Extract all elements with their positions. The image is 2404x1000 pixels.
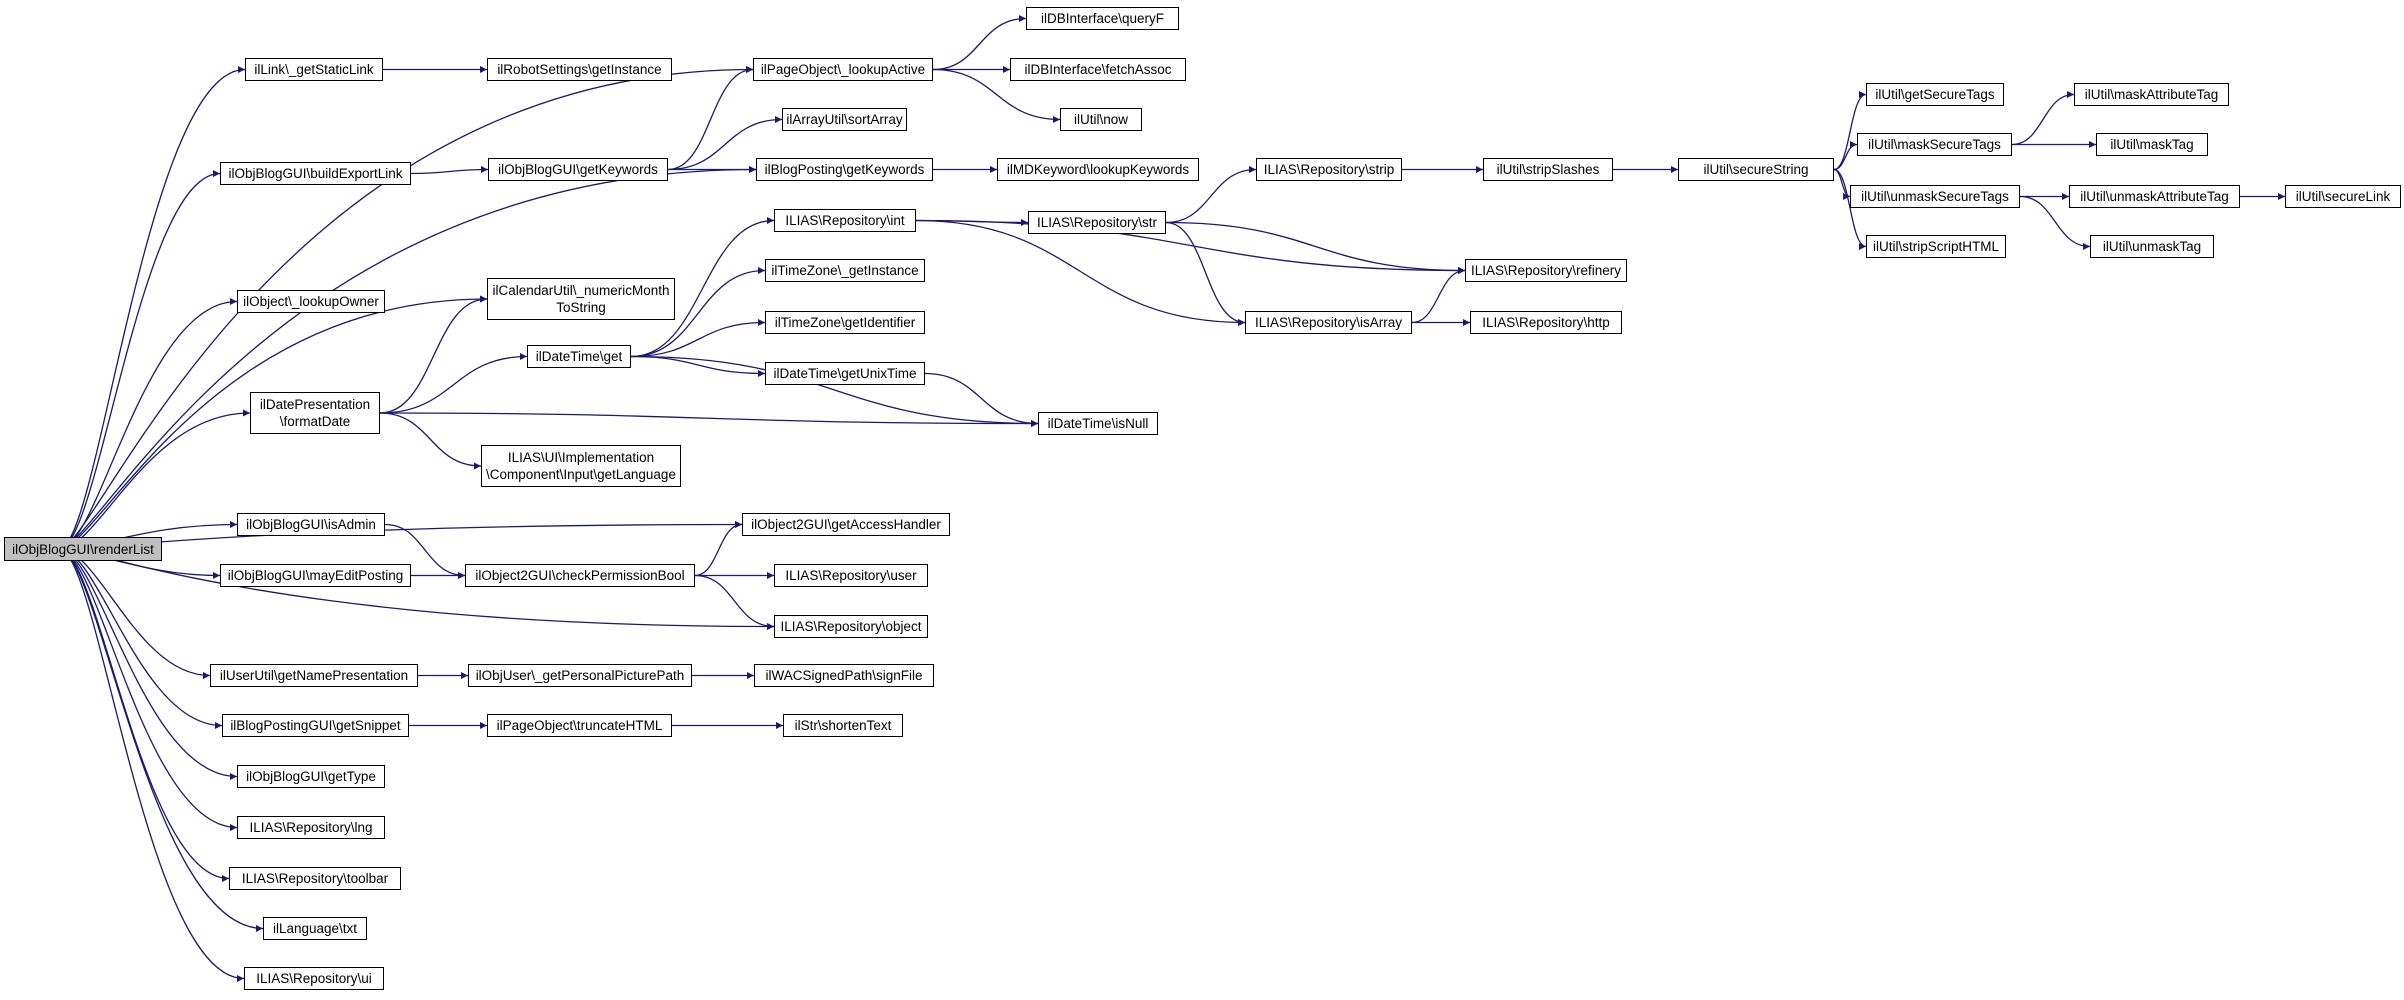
node-unmask-secure-tags[interactable]: ilUtil\unmaskSecureTags (1850, 185, 2020, 208)
edge-get-unix-time-to-is-null (924, 372, 1039, 427)
node-secure-link[interactable]: ilUtil\secureLink (2285, 185, 2401, 208)
edge-render-list-to-get-snippet (59, 548, 223, 729)
node-get-access-handler[interactable]: ilObject2GUI\getAccessHandler (742, 513, 950, 536)
node-repo-is-array[interactable]: ILIAS\Repository\isArray (1245, 311, 1412, 334)
node-util-now[interactable]: ilUtil\now (1060, 108, 1142, 131)
edge-render-list-to-posting-get-keywords (59, 166, 757, 550)
edge-render-list-to-repo-toolbar (59, 548, 230, 882)
edge-secure-string-to-mask-secure-tags (1833, 141, 1858, 171)
node-secure-string[interactable]: ilUtil\secureString (1678, 158, 1834, 181)
edge-mask-secure-tags-to-mask-attribute-tag (2011, 91, 2075, 146)
edge-lookup-active-to-util-now (932, 68, 1061, 123)
node-repo-object[interactable]: ILIAS\Repository\object (774, 615, 928, 638)
edge-unmask-secure-tags-to-unmask-tag (2019, 195, 2091, 250)
node-may-edit-posting[interactable]: ilObjBlogGUI\mayEditPosting (220, 564, 411, 587)
node-obj-get-keywords[interactable]: ilObjBlogGUI\getKeywords (488, 158, 668, 181)
edge-render-list-to-repo-object (59, 548, 775, 630)
edge-date-time-get-to-repo-int (630, 217, 775, 358)
node-repo-str[interactable]: ILIAS\Repository\str (1028, 211, 1166, 234)
edge-repo-str-to-repo-strip (1165, 166, 1257, 224)
edge-date-time-get-to-is-null (630, 355, 1039, 427)
node-render-list[interactable]: ilObjBlogGUI\renderList (4, 537, 162, 561)
edge-render-list-to-get-static-link (59, 66, 246, 550)
node-fetch-assoc[interactable]: ilDBInterface\fetchAssoc (1010, 58, 1186, 81)
node-repo-user[interactable]: ILIAS\Repository\user (774, 564, 928, 587)
edge-check-permission-bool-to-repo-object (694, 574, 775, 630)
node-get-language[interactable]: ILIAS\UI\Implementation \Component\Input… (481, 445, 681, 487)
node-date-time-get[interactable]: ilDateTime\get (527, 345, 631, 368)
edge-format-date-to-get-language (379, 412, 482, 470)
edge-date-time-get-to-tz-get-instance (630, 267, 766, 358)
node-mask-secure-tags[interactable]: ilUtil\maskSecureTags (1857, 133, 2012, 156)
node-strip-slashes[interactable]: ilUtil\stripSlashes (1483, 158, 1613, 181)
node-get-name-presentation[interactable]: ilUserUtil\getNamePresentation (210, 664, 418, 687)
node-repo-http[interactable]: ILIAS\Repository\http (1470, 311, 1622, 334)
edge-render-list-to-repo-ui (59, 548, 245, 982)
node-get-unix-time[interactable]: ilDateTime\getUnixTime (765, 362, 925, 385)
node-repo-toolbar[interactable]: ILIAS\Repository\toolbar (229, 867, 401, 890)
edge-lookup-active-to-query-f (932, 15, 1027, 71)
node-repo-int[interactable]: ILIAS\Repository\int (774, 209, 916, 232)
edge-secure-string-to-strip-script-html (1833, 168, 1867, 250)
node-lookup-active[interactable]: ilPageObject\_lookupActive (753, 58, 933, 81)
node-get-snippet[interactable]: ilBlogPostingGUI\getSnippet (222, 714, 409, 737)
node-tz-get-instance[interactable]: ilTimeZone\_getInstance (765, 259, 925, 282)
edge-build-export-link-to-obj-get-keywords (410, 166, 489, 175)
node-numeric-month[interactable]: ilCalendarUtil\_numericMonth ToString (487, 278, 675, 320)
node-repo-strip[interactable]: ILIAS\Repository\strip (1256, 158, 1402, 181)
node-repo-ui[interactable]: ILIAS\Repository\ui (244, 967, 384, 990)
node-query-f[interactable]: ilDBInterface\queryF (1026, 7, 1179, 30)
edge-repo-int-to-refinery (915, 219, 1466, 274)
node-get-personal-picture-path[interactable]: ilObjUser\_getPersonalPicturePath (468, 664, 692, 687)
edge-format-date-to-date-time-get (379, 353, 528, 414)
edge-render-list-to-build-export-link (59, 170, 221, 550)
node-build-export-link[interactable]: ilObjBlogGUI\buildExportLink (220, 162, 411, 185)
edge-repo-str-to-refinery (1165, 221, 1466, 274)
node-robot-get-instance[interactable]: ilRobotSettings\getInstance (487, 58, 672, 81)
edge-repo-is-array-to-refinery (1411, 267, 1466, 324)
edge-repo-int-to-repo-is-array (915, 219, 1246, 326)
edge-check-permission-bool-to-get-access-handler (694, 521, 743, 577)
node-unmask-attribute-tag[interactable]: ilUtil\unmaskAttributeTag (2069, 185, 2240, 208)
node-sort-array[interactable]: ilArrayUtil\sortArray (782, 108, 907, 131)
node-sign-file[interactable]: ilWACSignedPath\signFile (754, 664, 934, 687)
node-mask-attribute-tag[interactable]: ilUtil\maskAttributeTag (2074, 83, 2229, 106)
node-check-permission-bool[interactable]: ilObject2GUI\checkPermissionBool (465, 564, 695, 587)
edge-format-date-to-is-null (379, 412, 1039, 427)
node-strip-script-html[interactable]: ilUtil\stripScriptHTML (1866, 235, 2006, 258)
edge-secure-string-to-unmask-secure-tags (1833, 168, 1851, 200)
node-is-admin[interactable]: ilObjBlogGUI\isAdmin (237, 513, 385, 536)
node-get-static-link[interactable]: ilLink\_getStaticLink (245, 58, 383, 81)
node-unmask-tag[interactable]: ilUtil\unmaskTag (2090, 235, 2214, 258)
node-posting-get-keywords[interactable]: ilBlogPosting\getKeywords (756, 158, 933, 181)
node-refinery[interactable]: ILIAS\Repository\refinery (1465, 259, 1627, 282)
node-mask-tag[interactable]: ilUtil\maskTag (2096, 133, 2208, 156)
edge-render-list-to-language-txt (59, 548, 264, 932)
edge-render-list-to-repo-lng (59, 548, 238, 831)
node-shorten-text[interactable]: ilStr\shortenText (783, 714, 903, 737)
node-is-null[interactable]: ilDateTime\isNull (1038, 412, 1158, 435)
node-language-txt[interactable]: ilLanguage\txt (263, 917, 367, 940)
node-format-date[interactable]: ilDatePresentation \formatDate (250, 392, 380, 434)
edge-is-admin-to-check-permission-bool (384, 523, 466, 579)
edge-obj-get-keywords-to-sort-array (667, 116, 783, 171)
edge-repo-str-to-repo-is-array (1165, 221, 1246, 326)
node-tz-get-identifier[interactable]: ilTimeZone\getIdentifier (765, 311, 925, 334)
edge-render-list-to-lookup-owner (59, 298, 238, 550)
edge-obj-get-keywords-to-lookup-active (667, 66, 754, 171)
node-truncate-html[interactable]: ilPageObject\truncateHTML (487, 714, 672, 737)
node-lookup-keywords[interactable]: ilMDKeyword\lookupKeywords (997, 158, 1199, 181)
node-get-secure-tags[interactable]: ilUtil\getSecureTags (1866, 83, 2004, 106)
node-repo-lng[interactable]: ILIAS\Repository\lng (237, 816, 385, 839)
edge-date-time-get-to-tz-get-identifier (630, 319, 766, 358)
edge-format-date-to-numeric-month (379, 295, 488, 414)
node-get-type[interactable]: ilObjBlogGUI\getType (237, 765, 385, 788)
node-lookup-owner[interactable]: ilObject\_lookupOwner (237, 290, 385, 313)
edge-secure-string-to-get-secure-tags (1833, 91, 1867, 171)
